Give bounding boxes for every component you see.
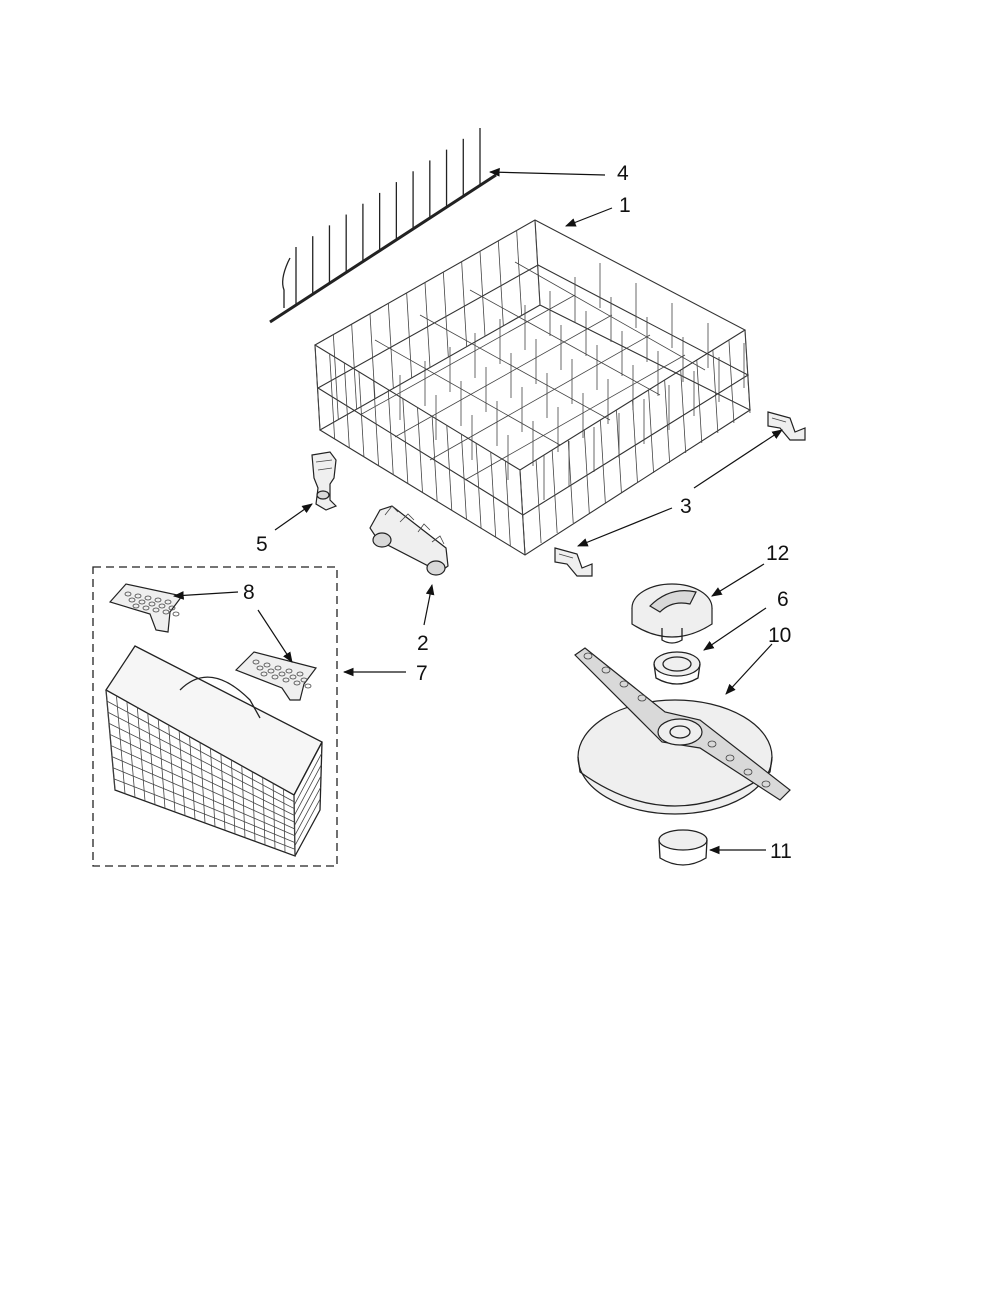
callout-4: 4 [617, 162, 629, 185]
callout-2: 2 [417, 632, 429, 655]
wheel-clip [369, 505, 449, 576]
seal-ring [658, 829, 708, 866]
callout-1: 1 [619, 194, 631, 217]
callout-7: 7 [416, 662, 428, 685]
lower-dishrack [313, 219, 752, 556]
callout-5: 5 [256, 533, 268, 556]
leader-lines [172, 167, 783, 855]
bearing-ring [653, 651, 701, 685]
rack-roller-right [767, 411, 806, 441]
rack-roller-left [554, 547, 593, 577]
spray-arm-nut [631, 583, 713, 644]
rack-stop [311, 451, 338, 511]
callout-8: 8 [243, 581, 255, 604]
callout-6: 6 [777, 588, 789, 611]
callout-3: 3 [680, 495, 692, 518]
basket-lid-top [108, 583, 184, 633]
lower-spray-arm [574, 647, 791, 815]
tine-row [269, 128, 497, 324]
callout-12: 12 [766, 542, 789, 565]
silverware-basket [105, 645, 323, 857]
basket-lid-right [234, 651, 318, 701]
silverware-basket-group-box [92, 566, 338, 867]
callout-10: 10 [768, 624, 791, 647]
callout-11: 11 [770, 840, 792, 863]
